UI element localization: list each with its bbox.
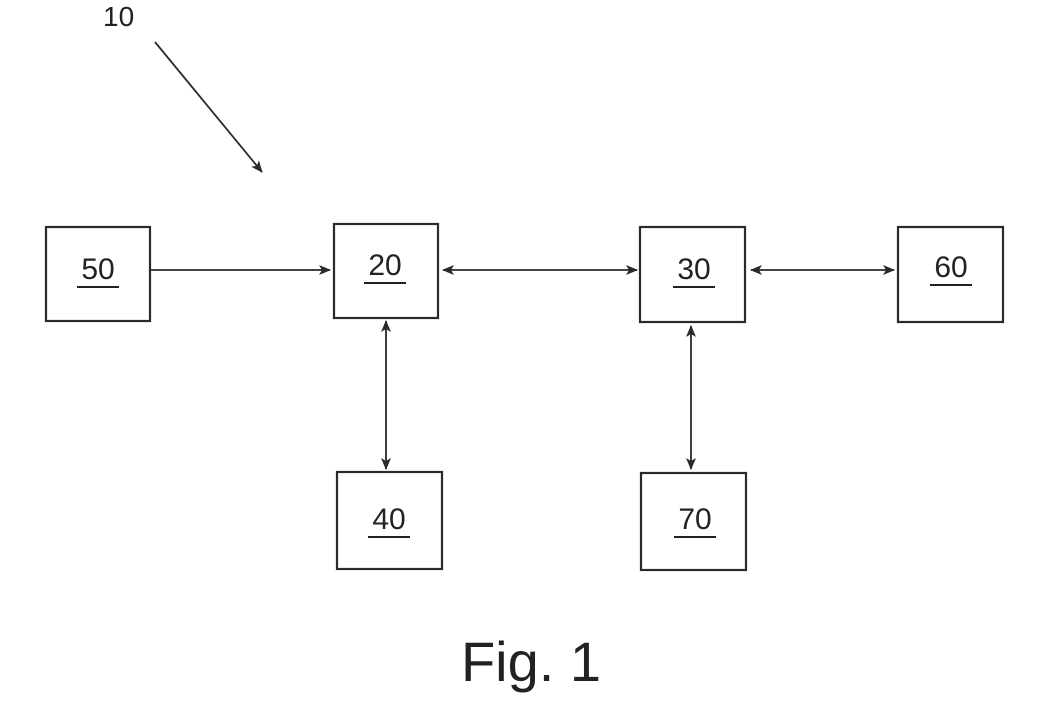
box-30-label: 30 [677,253,710,286]
box-50-label: 50 [81,253,114,286]
box-60-label: 60 [934,251,967,284]
box-20-label: 20 [368,249,401,282]
figure-caption: Fig. 1 [461,630,601,693]
box-70-label: 70 [678,503,711,536]
reference-label: 10 [103,1,134,32]
reference-leader-arrow [155,42,262,172]
box-20: 20 [334,224,438,318]
box-70: 70 [641,473,746,570]
box-40: 40 [337,472,442,569]
box-50: 50 [46,227,150,321]
box-40-label: 40 [372,503,405,536]
box-60: 60 [898,227,1003,322]
box-30: 30 [640,227,745,322]
